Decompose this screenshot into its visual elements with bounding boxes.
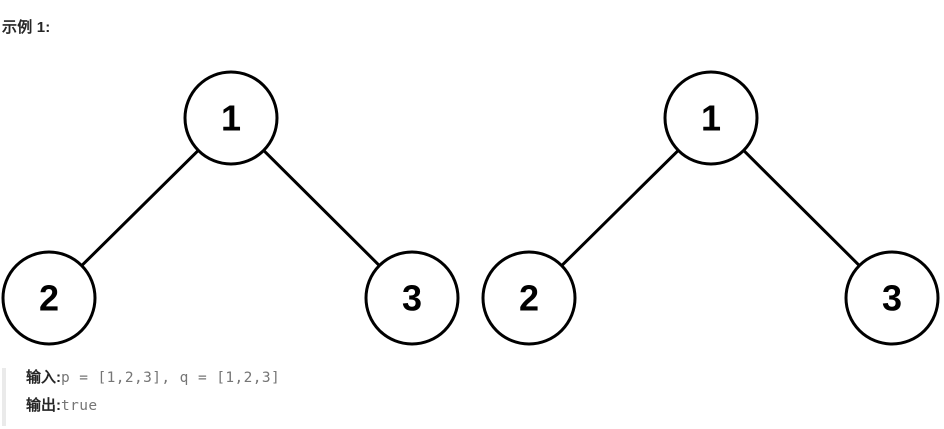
example-heading: 示例 1: [2,19,51,36]
tree-edge-q-root-to-q-right [741,148,862,268]
tree-node-label: 1 [701,98,721,139]
tree-node-p-right: 3 [364,250,460,346]
tree-node-circle [663,70,759,166]
output-value: true [61,398,98,414]
tree-node-circle [844,250,940,346]
tree-node-circle [1,250,97,346]
tree-edges-layer [79,148,862,268]
tree-node-circle [183,70,279,166]
tree-edge-p-root-to-p-right [261,148,382,268]
tree-node-label: 3 [402,278,422,319]
output-label: 输出: [26,397,61,414]
tree-node-q-left: 2 [481,250,577,346]
input-label: 输入: [26,369,61,386]
input-value: p = [1,2,3], q = [1,2,3] [61,370,281,386]
tree-node-label: 2 [519,278,539,319]
tree-node-label: 3 [882,278,902,319]
example-io-block: 输入:p = [1,2,3], q = [1,2,3] 输出:true [0,364,944,426]
example-output-line: 输出:true [26,392,944,420]
tree-node-label: 2 [39,278,59,319]
tree-node-circle [364,250,460,346]
tree-node-circle [481,250,577,346]
tree-edge-q-root-to-q-left [559,148,681,268]
tree-edge-p-root-to-p-left [79,148,201,268]
tree-node-label: 1 [221,98,241,139]
example-input-line: 输入:p = [1,2,3], q = [1,2,3] [26,364,944,392]
tree-node-q-root: 1 [663,70,759,166]
binary-tree-comparison-figure: 1 2 3 1 2 3 [0,48,944,353]
tree-node-p-root: 1 [183,70,279,166]
tree-node-q-right: 3 [844,250,940,346]
tree-diagram-svg: 1 2 3 1 2 3 [1,70,940,346]
tree-node-p-left: 2 [1,250,97,346]
tree-nodes-layer: 1 2 3 1 2 3 [1,70,940,346]
